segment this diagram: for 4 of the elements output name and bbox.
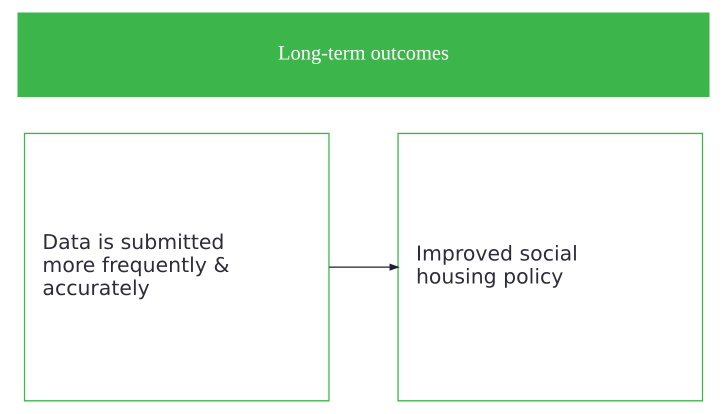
- arrow: [329, 264, 400, 271]
- node-box: Long-term outcomes: [17, 12, 710, 97]
- node-box: Data is submitted more frequently & accurately: [24, 132, 330, 402]
- node-box: Improved social housing policy: [397, 132, 704, 402]
